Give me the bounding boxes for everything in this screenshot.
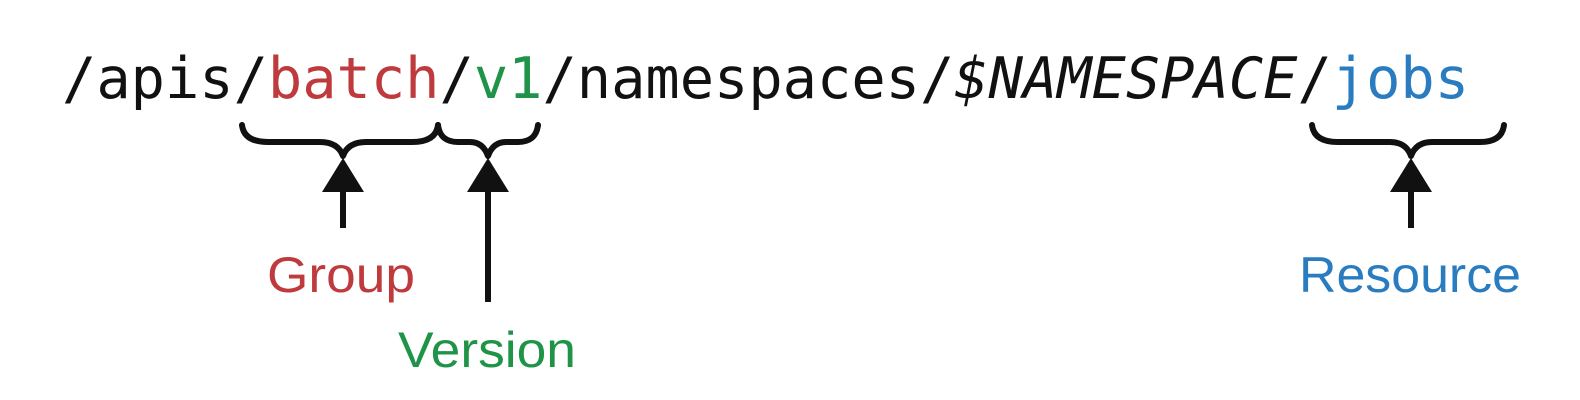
resource-label: Resource bbox=[1299, 247, 1521, 303]
version-label: Version bbox=[398, 322, 576, 378]
path-prefix: /apis/ bbox=[62, 46, 268, 112]
group-brace bbox=[239, 122, 441, 159]
path-resource: jobs bbox=[1332, 46, 1469, 112]
path-separator: / bbox=[1297, 46, 1331, 112]
path-namespace-variable: $NAMESPACE bbox=[954, 46, 1298, 112]
api-path-text: /apis/batch/v1/namespaces/$NAMESPACE/job… bbox=[62, 46, 1469, 112]
group-arrow-head bbox=[322, 158, 364, 192]
path-separator: / bbox=[440, 46, 474, 112]
group-label: Group bbox=[267, 247, 415, 303]
version-brace bbox=[435, 122, 541, 159]
resource-brace bbox=[1309, 122, 1507, 159]
path-namespaces: /namespaces/ bbox=[542, 46, 954, 112]
path-version: v1 bbox=[474, 46, 543, 112]
resource-arrow-head bbox=[1390, 158, 1432, 192]
path-group: batch bbox=[268, 46, 440, 112]
version-arrow-head bbox=[467, 158, 509, 192]
